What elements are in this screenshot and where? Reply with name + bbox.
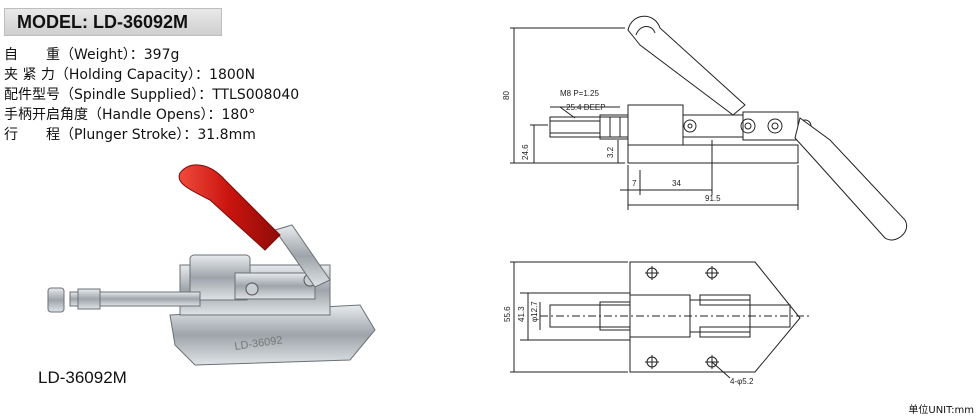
dim-41-3: 41.3 <box>517 306 526 322</box>
model-title: MODEL: LD-36092M <box>17 12 189 32</box>
deep-label: 25.4 DEEP <box>566 103 606 112</box>
product-photo: LD-36092 <box>47 164 376 366</box>
dim-7: 7 <box>632 179 637 188</box>
spec-plunger-stroke: 行 程（Plunger Stroke）：31.8mm <box>4 127 256 143</box>
spec-weight: 自 重（Weight）：397g <box>4 47 180 63</box>
dim-55-6: 55.6 <box>503 306 512 322</box>
spec-holding-capacity: 夹 紧 力（Holding Capacity）：1800N <box>4 67 256 83</box>
dim-80: 80 <box>502 91 511 100</box>
spec-handle-opens: 手柄开启角度（Handle Opens）：180° <box>4 107 256 123</box>
dim-91-5: 91.5 <box>705 194 721 203</box>
dim-24-6: 24.6 <box>521 144 530 160</box>
hole-label: 4-φ5.2 <box>730 377 754 386</box>
model-title-box: MODEL: LD-36092M <box>4 8 222 36</box>
photo-caption: LD-36092M <box>38 368 127 387</box>
dim-34: 34 <box>672 179 681 188</box>
dim-3-2: 3.2 <box>606 146 615 158</box>
spec-spindle-supplied: 配件型号（Spindle Supplied）：TTLS008040 <box>4 87 300 103</box>
unit-label: 单位UNIT:mm <box>908 405 974 416</box>
dim-12-7: φ12.7 <box>530 301 539 322</box>
thread-label: M8 P=1.25 <box>560 89 599 98</box>
